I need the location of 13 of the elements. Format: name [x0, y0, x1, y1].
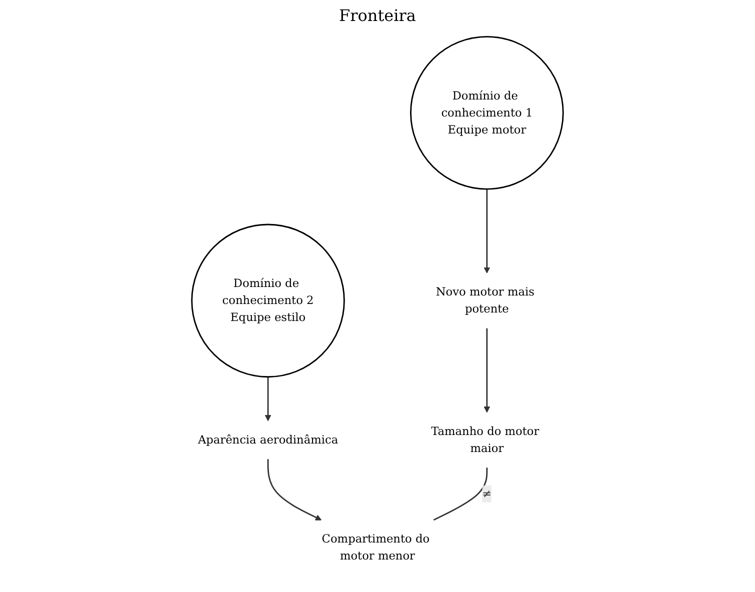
node-circle: Domínio de conhecimento 2 Equipe estilo — [190, 224, 345, 378]
edge-label: ≠ — [482, 486, 492, 500]
node-text: Aparência aerodinâmica — [198, 432, 338, 446]
arrow — [266, 459, 322, 520]
node-text: Novo motor mais potente — [435, 285, 534, 316]
boundary-label: Fronteira — [339, 6, 416, 25]
arrow — [264, 376, 271, 422]
node-text: Tamanho do motor maior — [430, 424, 539, 455]
arrow — [483, 189, 490, 274]
node-circle: Domínio de conhecimento 1 Equipe motor — [410, 36, 564, 190]
connector — [432, 468, 488, 521]
arrow — [483, 328, 490, 413]
node-text: Compartimento do motor menor — [321, 532, 430, 563]
